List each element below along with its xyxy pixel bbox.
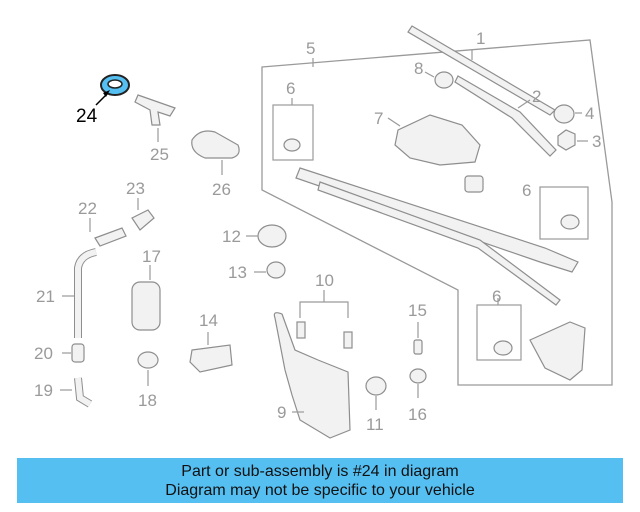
box-6a <box>272 104 314 161</box>
callout-6a: 6 <box>286 79 295 98</box>
part-6a-grommet <box>283 138 301 152</box>
callout-18: 18 <box>138 391 157 410</box>
part-9-reservoir <box>273 312 351 439</box>
banner-line-2: Diagram may not be specific to your vehi… <box>165 481 475 499</box>
box-6c <box>476 304 522 361</box>
part-13 <box>266 261 286 279</box>
callout-16: 16 <box>408 405 427 424</box>
part-bracket-right <box>529 321 586 381</box>
leader-2 <box>517 99 531 109</box>
part-15 <box>413 339 423 355</box>
part-26-nozzle <box>191 130 240 159</box>
part-1-wiper-blade <box>407 25 556 116</box>
part-linkage-rod <box>317 181 561 306</box>
part-6c-grommet <box>493 340 513 356</box>
box-6b <box>539 186 589 240</box>
part-25-bracket <box>134 94 176 126</box>
callout-23: 23 <box>126 179 145 198</box>
info-banner: Part or sub-assembly is #24 in diagram D… <box>17 458 623 503</box>
callout-14: 14 <box>199 311 218 330</box>
part-20 <box>71 343 85 363</box>
leader-10-bracket <box>299 301 349 318</box>
callout-6c: 6 <box>492 287 501 306</box>
part-12 <box>257 224 287 248</box>
part-6b-grommet <box>560 214 580 230</box>
callout-20: 20 <box>34 344 53 363</box>
part-2-wiper-arm <box>454 75 557 157</box>
callout-10: 10 <box>315 271 334 290</box>
callout-21: 21 <box>36 287 55 306</box>
part-19-elbow-fill <box>75 377 92 407</box>
part-8-cap <box>434 71 454 89</box>
part-10b-bolt <box>343 331 353 349</box>
callout-6b: 6 <box>522 181 531 200</box>
callout-1: 1 <box>476 29 485 48</box>
callout-11: 11 <box>366 415 384 434</box>
leader-8 <box>424 71 435 78</box>
leader-24-arrow <box>103 90 110 97</box>
callout-24: 24 <box>76 106 98 127</box>
part-17-pump <box>131 281 161 331</box>
part-bushing <box>464 175 484 193</box>
part-7-motor <box>394 114 481 166</box>
part-4-cap <box>553 104 575 124</box>
callout-2: 2 <box>532 87 541 106</box>
callout-5: 5 <box>306 39 315 58</box>
part-16 <box>409 368 427 384</box>
parts-diagram: 1 2 3 4 5 6 6 6 7 8 9 10 11 12 13 14 15 … <box>34 25 613 439</box>
callout-4: 4 <box>585 104 594 123</box>
callout-9: 9 <box>277 403 286 422</box>
part-14-bracket <box>189 344 233 373</box>
part-linkage <box>295 167 579 273</box>
callout-17: 17 <box>142 247 161 266</box>
callout-12: 12 <box>222 227 241 246</box>
callout-15: 15 <box>408 301 427 320</box>
banner-line-1: Part or sub-assembly is #24 in diagram <box>181 462 459 480</box>
callout-26: 26 <box>212 180 231 199</box>
callout-13: 13 <box>228 263 247 282</box>
callout-25: 25 <box>150 145 169 164</box>
callout-8: 8 <box>414 59 423 78</box>
part-24-grommet[interactable] <box>100 74 130 96</box>
leader-7 <box>387 117 401 127</box>
part-22-connector <box>94 227 127 247</box>
part-21-hose-fill <box>75 249 97 338</box>
callout-19: 19 <box>34 381 53 400</box>
part-10a-bolt <box>296 321 306 339</box>
part-23-fitting <box>131 209 155 231</box>
part-18-grommet <box>137 351 159 369</box>
subassembly-5-outline <box>261 39 613 386</box>
callout-22: 22 <box>78 199 97 218</box>
callout-7: 7 <box>374 109 383 128</box>
callout-3: 3 <box>592 132 601 151</box>
part-11-grommet <box>365 376 387 396</box>
part-3-nut <box>557 129 576 151</box>
